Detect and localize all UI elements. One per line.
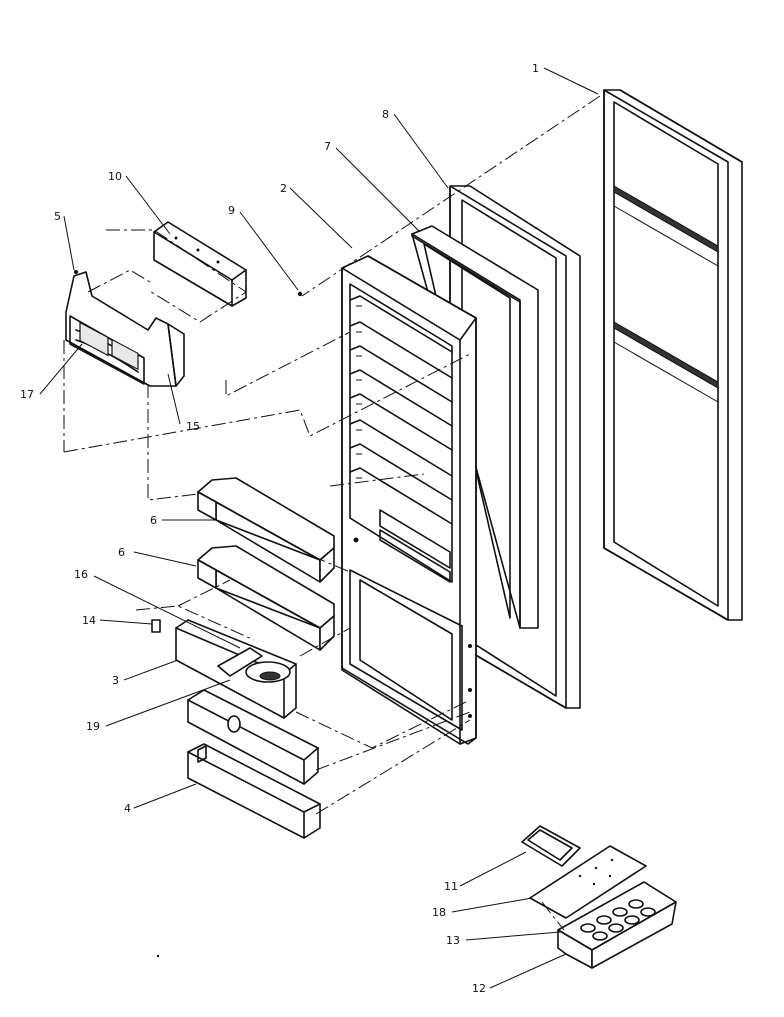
callout-2: 2	[280, 182, 287, 195]
part-5-bracket	[65, 270, 185, 387]
callout-13: 13	[446, 934, 460, 947]
part-4-bottom-bin	[187, 743, 321, 839]
callout-4: 4	[124, 802, 131, 815]
part-10-tray	[153, 221, 247, 307]
callout-6b: 6	[118, 546, 125, 559]
part-1-door-panel	[603, 89, 743, 621]
callout-1: 1	[532, 62, 539, 75]
liner-shelf-ribs	[349, 295, 453, 583]
leader-lines	[39, 67, 599, 989]
callout-11: 11	[444, 880, 458, 893]
part-6-door-bin-upper	[197, 477, 335, 583]
callout-10: 10	[108, 170, 122, 183]
callout-8: 8	[382, 108, 389, 121]
callout-labels: 1 2 3 4 5 6 6 7 8 9 10 11 12 13 14 15 16…	[20, 62, 539, 995]
part-18-cover	[529, 845, 647, 919]
callout-9: 9	[228, 204, 235, 217]
callout-19: 19	[86, 720, 100, 733]
part-6-door-bin-lower	[197, 545, 335, 651]
part-2-door-liner	[341, 255, 477, 745]
callout-18: 18	[432, 906, 446, 919]
part-11-dish	[521, 825, 581, 867]
callout-7: 7	[324, 140, 331, 153]
part-19-slide	[217, 647, 263, 677]
callout-14: 14	[82, 614, 96, 627]
part-13-ice-tray	[557, 881, 677, 969]
callout-12: 12	[472, 982, 486, 995]
part-9-screw	[297, 291, 303, 297]
callout-16: 16	[74, 568, 88, 581]
callout-6a: 6	[150, 514, 157, 527]
assembly-lines	[63, 95, 601, 931]
stray-dot	[156, 954, 160, 958]
part-14-clip	[151, 619, 161, 633]
callout-3: 3	[112, 674, 119, 687]
callout-5: 5	[54, 210, 61, 223]
callout-15: 15	[186, 420, 200, 433]
callout-17: 17	[20, 388, 34, 401]
